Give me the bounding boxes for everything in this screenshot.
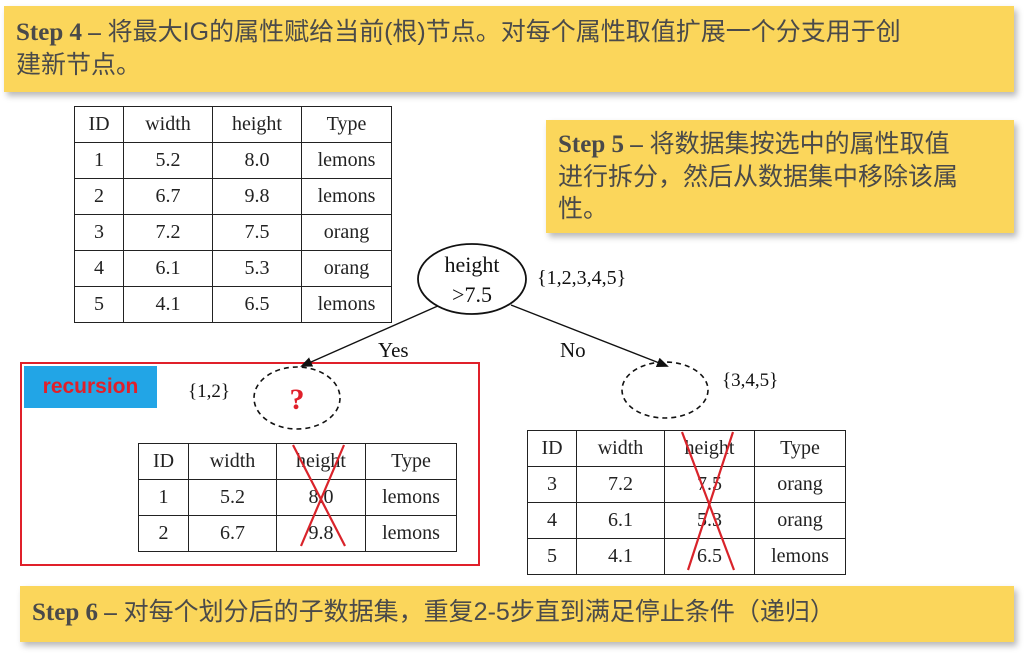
step5-text-line1: 将数据集按选中的属性取值: [642, 130, 950, 158]
header-cell-height: height: [664, 430, 755, 467]
root-node: [417, 243, 527, 315]
header-cell-type: Type: [754, 430, 846, 467]
header-cell-width: width: [123, 106, 213, 143]
table-cell: 3: [74, 214, 124, 251]
table-cell: 4.1: [576, 538, 665, 575]
root-node-line1: height: [445, 252, 500, 277]
header-cell-width: width: [188, 443, 277, 480]
no-label: No: [560, 338, 586, 362]
table-cell: lemons: [365, 515, 457, 552]
table-cell: 7.2: [576, 466, 665, 503]
step4-label: Step 4 –: [16, 19, 101, 46]
table-cell: 7.5: [212, 214, 302, 251]
step4-text-line2: 建新节点。: [16, 51, 142, 79]
table-cell: lemons: [301, 286, 392, 323]
table-cell: 6.1: [123, 250, 213, 287]
step5-text-line2: 进行拆分，然后从数据集中移除该属: [558, 163, 959, 191]
root-set-label: {1,2,3,4,5}: [537, 267, 626, 289]
step4-note: Step 4 – 将最大IG的属性赋给当前(根)节点。对每个属性取值扩展一个分支…: [4, 6, 1014, 92]
yes-child-node: [253, 366, 341, 430]
root-node-line2: >7.5: [452, 282, 492, 307]
header-cell-width: width: [576, 430, 665, 467]
unknown-node-mark: ?: [290, 383, 305, 416]
header-cell-id: ID: [527, 430, 577, 467]
recursion-label: recursion: [24, 366, 157, 408]
table-cell: 5.3: [212, 250, 302, 287]
table-cell: orang: [301, 250, 392, 287]
table-cell: lemons: [301, 178, 392, 215]
table-row: 3 7.2 7.5 orang: [74, 214, 392, 251]
table-cell: 5: [527, 538, 577, 575]
step6-label: Step 6 –: [32, 599, 117, 626]
recursion-box: [20, 362, 480, 566]
table-cell: orang: [301, 214, 392, 251]
table-cell: 2: [138, 515, 189, 552]
table-cell: 5.2: [188, 479, 277, 516]
table-cell: 9.8: [212, 178, 302, 215]
table-cell: 6.1: [576, 502, 665, 539]
table-header-row: ID width height Type: [527, 430, 846, 467]
step4-text-line1: 将最大IG的属性赋给当前(根)节点。对每个属性取值扩展一个分支用于创: [100, 18, 901, 46]
header-cell-type: Type: [365, 443, 457, 480]
table-cell: 4: [74, 250, 124, 287]
step5-note: Step 5 – 将数据集按选中的属性取值 进行拆分，然后从数据集中移除该属 性…: [546, 120, 1014, 233]
no-branch-table: ID width height Type 3 7.2 7.5 orang 4 6…: [527, 430, 846, 575]
strike-cross-no-table: [680, 431, 736, 571]
table-cell: lemons: [365, 479, 457, 516]
table-cell: 8.0: [212, 142, 302, 179]
header-cell-type: Type: [301, 106, 392, 143]
yes-edge: [300, 304, 441, 367]
table-row: 4 6.1 5.3 orang: [527, 502, 846, 539]
table-row: 5 4.1 6.5 lemons: [74, 286, 392, 323]
full-dataset-table: ID width height Type 1 5.2 8.0 lemons 2 …: [74, 106, 392, 323]
no-child-node: [621, 361, 709, 419]
table-cell: 4.1: [123, 286, 213, 323]
yes-label: Yes: [378, 338, 409, 362]
table-row: 2 6.7 9.8 lemons: [138, 515, 457, 552]
no-set-label: {3,4,5}: [722, 370, 778, 391]
no-edge: [510, 304, 669, 368]
step5-text-line3: 性。: [558, 195, 609, 223]
header-cell-id: ID: [74, 106, 124, 143]
table-header-row: ID width height Type: [74, 106, 392, 143]
table-cell: 6.5: [212, 286, 302, 323]
table-cell: lemons: [301, 142, 392, 179]
table-row: 5 4.1 6.5 lemons: [527, 538, 846, 575]
yes-set-label: {1,2}: [188, 381, 230, 402]
table-row: 1 5.2 8.0 lemons: [74, 142, 392, 179]
table-row: 4 6.1 5.3 orang: [74, 250, 392, 287]
table-cell: 9.8: [276, 515, 366, 552]
step6-note: Step 6 – 对每个划分后的子数据集，重复2-5步直到满足停止条件（递归）: [20, 586, 1014, 642]
table-cell: 6.7: [188, 515, 277, 552]
step6-text: 对每个划分后的子数据集，重复2-5步直到满足停止条件（递归）: [116, 598, 835, 626]
table-header-row: ID width height Type: [138, 443, 457, 480]
table-cell: 6.5: [664, 538, 755, 575]
header-cell-height: height: [212, 106, 302, 143]
strike-cross-yes-table: [292, 444, 346, 547]
table-cell: lemons: [754, 538, 846, 575]
table-cell: orang: [754, 466, 846, 503]
step5-label: Step 5 –: [558, 131, 643, 158]
table-cell: 5: [74, 286, 124, 323]
table-cell: 1: [138, 479, 189, 516]
header-cell-height: height: [276, 443, 366, 480]
